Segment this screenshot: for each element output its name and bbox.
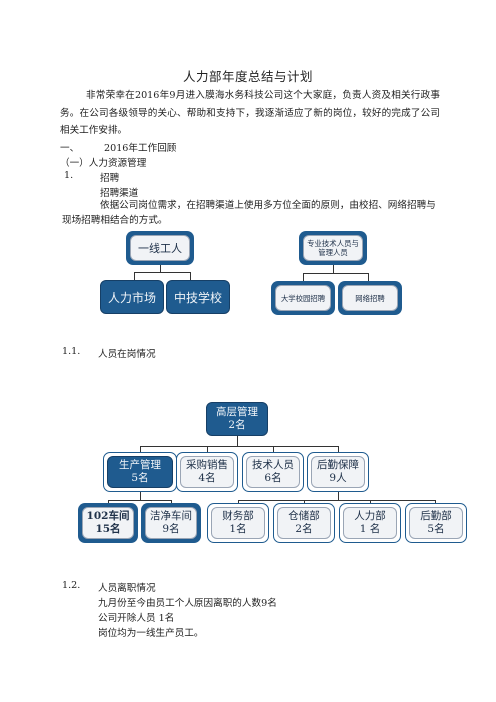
node-name: 后勤部 (420, 510, 452, 522)
recruit-right-root: 专业技术人员与管理人员 (303, 235, 363, 261)
recruit-left-child-1: 人力市场 (100, 280, 164, 314)
recruit-left-child-2: 中技学校 (166, 280, 230, 314)
node-count: 4名 (198, 472, 216, 484)
node-name: 高层管理 (216, 406, 258, 418)
staff-l2-node: 生产管理 5名 (107, 456, 173, 488)
node-count: 5名 (131, 472, 149, 484)
node-count: 1 名 (359, 523, 381, 535)
node-name: 洁净车间 (150, 510, 192, 522)
item1-text: 依据公司岗位需求，在招聘渠道上使用多方位全面的原则，由校招、网络招聘与现场招聘相… (62, 200, 436, 226)
node-count: 5名 (427, 523, 445, 535)
leave-line-2: 公司开除人员 1名 (98, 613, 175, 624)
recruit-right-child-1: 大学校园招聘 (275, 285, 331, 311)
node-name: 技术人员 (252, 459, 294, 471)
recruit-right-child-2: 网络招聘 (342, 285, 398, 311)
node-name: 采购销售 (186, 459, 228, 471)
leave-line-1: 九月份至今由员工个人原因离职的人数9名 (98, 598, 277, 609)
node-name: 人力部 (354, 510, 386, 522)
staff-l3-node: 仓储部 2名 (277, 507, 331, 539)
staff-l2-node: 技术人员 6名 (246, 456, 300, 488)
staff-l3-node: 人力部 1 名 (343, 507, 397, 539)
staff-l2-node: 采购销售 4名 (180, 456, 234, 488)
node-name: 生产管理 (119, 459, 161, 471)
staff-l3-node: 洁净车间 9名 (145, 507, 197, 539)
item12-number: 1.2. (62, 580, 81, 591)
document-title: 人力部年度总结与计划 (182, 69, 313, 84)
intro-paragraph: 非常荣幸在2016年9月进入膜海水务科技公司这个大家庭，负责人资及相关行政事务。… (60, 90, 440, 136)
staff-root-node: 高层管理 2名 (206, 402, 268, 436)
node-count: 9名 (162, 523, 180, 535)
item12-title: 人员离职情况 (98, 583, 156, 594)
item1-number: 1. (64, 170, 74, 181)
node-count: 2名 (295, 523, 313, 535)
node-name: 仓储部 (288, 510, 320, 522)
node-name: 102车间 (86, 510, 130, 522)
node-count: 2名 (228, 419, 246, 431)
recruit-left-root: 一线工人 (130, 235, 190, 261)
section1-number: 一、 (60, 143, 80, 154)
staff-l3-node: 财务部 1名 (211, 507, 265, 539)
staff-l3-node: 102车间 15名 (82, 507, 134, 539)
node-count: 9人 (329, 472, 347, 484)
item11-number: 1.1. (62, 346, 81, 357)
node-count: 1名 (229, 523, 247, 535)
node-count: 6名 (264, 472, 282, 484)
node-name: 后勤保障 (317, 459, 359, 471)
item11-title: 人员在岗情况 (98, 349, 156, 360)
staff-l3-node: 后勤部 5名 (409, 507, 463, 539)
staff-l2-node: 后勤保障 9人 (311, 456, 365, 488)
node-count: 15名 (95, 523, 121, 535)
item1-subtitle: 招聘渠道 (100, 188, 139, 199)
item1-title: 招聘 (100, 173, 120, 184)
node-name: 财务部 (222, 510, 254, 522)
leave-line-3: 岗位均为一线生产员工。 (98, 628, 204, 639)
section1-title: 2016年工作回顾 (104, 143, 177, 154)
subsection-hr: （一）人力资源管理 (60, 158, 147, 169)
